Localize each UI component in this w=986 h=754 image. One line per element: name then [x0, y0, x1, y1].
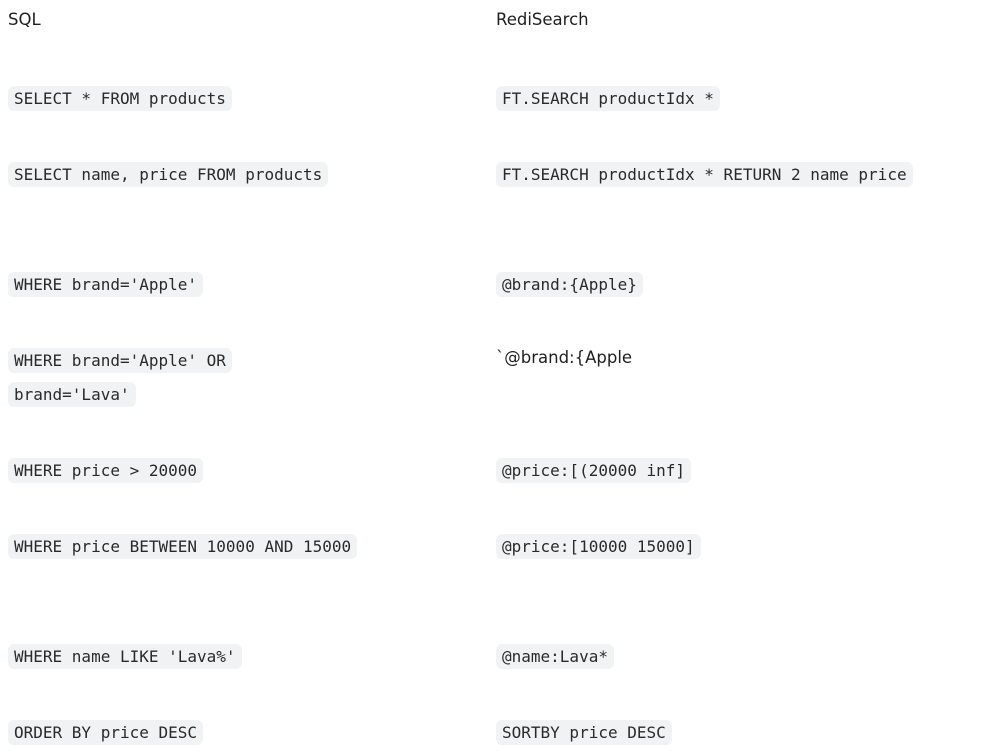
header-redisearch: RediSearch	[496, 10, 589, 29]
redisearch-code: SORTBY price DESC	[496, 720, 672, 745]
table-row-2-redisearch-cell: FT.SEARCH productIdx * RETURN 2 name pri…	[496, 158, 976, 192]
sql-code: WHERE brand='Apple'	[8, 272, 204, 297]
table-row-5-redisearch-cell: @price:[(20000 inf]	[496, 454, 980, 488]
sql-code: WHERE price BETWEEN 10000 AND 15000	[8, 534, 358, 559]
table-row-6-redisearch-cell: @price:[10000 15000]	[496, 530, 980, 564]
sql-code: WHERE name LIKE 'Lava%'	[8, 644, 242, 669]
header-sql: SQL	[8, 10, 41, 29]
table-row-5-sql-cell: WHERE price > 20000	[8, 454, 438, 488]
table-row-7-redisearch-cell: @name:Lava*	[496, 640, 980, 674]
table-row-7-sql-cell: WHERE name LIKE 'Lava%'	[8, 640, 438, 674]
sql-code: SELECT name, price FROM products	[8, 162, 329, 187]
sql-code: ORDER BY price DESC	[8, 720, 204, 745]
table-row-3-sql-cell: WHERE brand='Apple'	[8, 268, 438, 302]
redisearch-code: @price:[10000 15000]	[496, 534, 701, 559]
table-row-1-redisearch-cell: FT.SEARCH productIdx *	[496, 82, 980, 116]
redisearch-code: FT.SEARCH productIdx * RETURN 2 name pri…	[496, 162, 913, 187]
table-row-3-redisearch-cell: @brand:{Apple}	[496, 268, 980, 302]
table-row-6-sql-cell: WHERE price BETWEEN 10000 AND 15000	[8, 530, 400, 564]
sql-code: SELECT * FROM products	[8, 86, 232, 111]
sql-code: WHERE price > 20000	[8, 458, 204, 483]
sql-code: WHERE brand='Apple' OR brand='Lava'	[8, 348, 232, 407]
redisearch-code: @price:[(20000 inf]	[496, 458, 692, 483]
redisearch-code: FT.SEARCH productIdx *	[496, 86, 720, 111]
table-row-2-sql-cell: SELECT name, price FROM products	[8, 158, 438, 192]
table-row-1-sql-cell: SELECT * FROM products	[8, 82, 438, 116]
table-row-4-redisearch-cell: `@brand:{Apple	[496, 348, 633, 367]
table-row-4-sql-cell: WHERE brand='Apple' OR brand='Lava'	[8, 344, 308, 412]
table-row-8-sql-cell: ORDER BY price DESC	[8, 716, 438, 750]
redisearch-code: @brand:{Apple}	[496, 272, 643, 297]
table-row-8-redisearch-cell: SORTBY price DESC	[496, 716, 980, 750]
redisearch-code: @name:Lava*	[496, 644, 614, 669]
